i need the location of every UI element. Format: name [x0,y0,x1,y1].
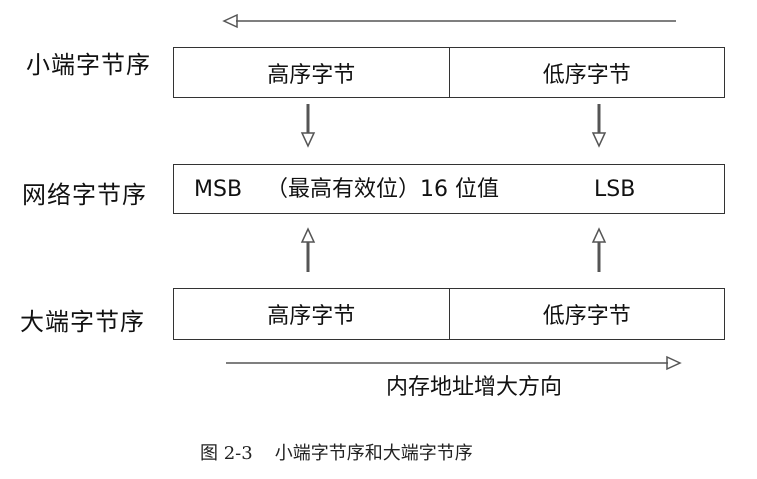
network-msb: MSB [194,177,243,202]
network-box: MSB （最高有效位）16 位值 LSB [173,164,725,214]
down-arrow-low [591,104,607,148]
up-arrow-high [300,227,316,272]
big-endian-box: 高序字节 低序字节 [173,288,725,340]
up-arrow-low [591,227,607,272]
figure-caption: 图 2-3 小端字节序和大端字节序 [200,442,473,466]
top-arrowhead-left [222,13,238,29]
figure-caption-text: 小端字节序和大端字节序 [274,443,473,464]
big-endian-label: 大端字节序 [20,308,145,336]
figure-number: 图 2-3 [200,443,253,464]
little-endian-box: 高序字节 低序字节 [173,47,725,98]
little-endian-high-byte: 高序字节 [174,48,450,97]
little-endian-label: 小端字节序 [26,51,151,79]
memory-address-direction-label: 内存地址增大方向 [386,375,563,400]
little-endian-low-byte: 低序字节 [542,62,631,88]
network-lsb: LSB [594,177,636,202]
bottom-arrowhead-right [666,355,682,371]
big-endian-low-byte: 低序字节 [542,304,631,329]
down-arrow-high [300,104,316,148]
network-label: 网络字节序 [22,181,147,209]
big-endian-high-byte: 高序字节 [174,289,450,339]
network-value-description: （最高有效位）16 位值 [266,177,499,202]
